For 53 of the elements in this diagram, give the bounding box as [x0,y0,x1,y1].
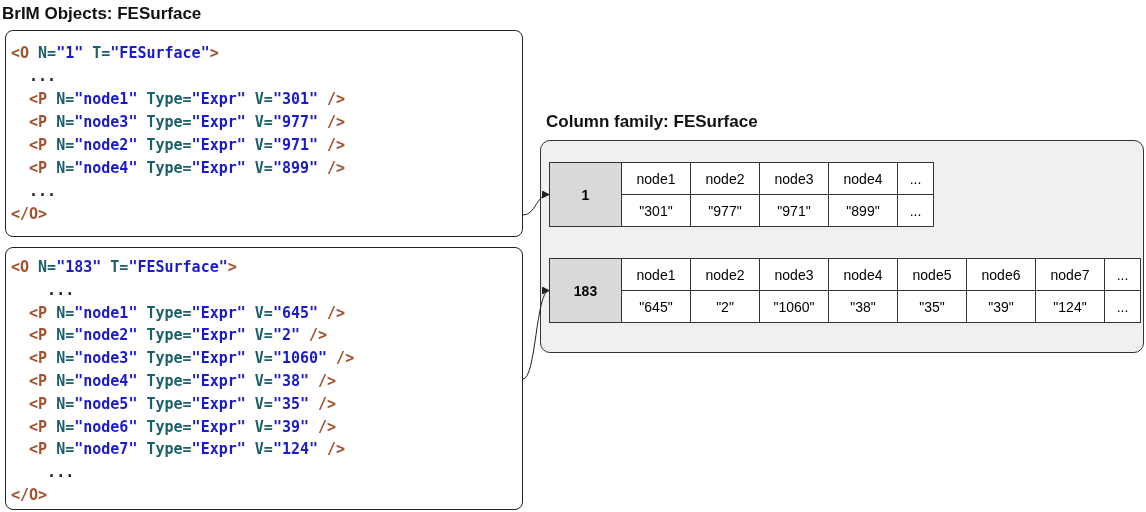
column-name: node5 [897,258,967,291]
code-line: <P N="node4" Type="Expr" V="38" /> [29,371,337,391]
code-line: <P N="node6" Type="Expr" V="39" /> [29,416,337,437]
code-line: <P N="node1" Type="Expr" V="645" /> [29,302,346,323]
panel-heading: Column family: FESurface [546,112,758,132]
code-line: <P N="node5" Type="Expr" V="35" /> [29,393,337,414]
column-name: node4 [828,162,898,195]
column-value: "301" [621,194,691,227]
arrow [522,191,550,216]
code-line: ... [29,66,57,86]
code-line: <O N="183" T="FESurface"> [11,257,237,277]
column-name: node2 [690,162,760,195]
code-line: <P N="node2" Type="Expr" V="971" /> [29,135,346,155]
code-line: ... [47,279,75,300]
column-name: ... [1104,258,1141,291]
column-name: node6 [966,258,1036,291]
code-line: <O N="1" T="FESurface"> [11,43,219,63]
column-name: node7 [1035,258,1105,291]
column-name: ... [897,162,934,195]
column-value: "124" [1035,290,1105,323]
column-name: node1 [621,162,691,195]
column-name: node1 [621,258,691,291]
code-line: <P N="node1" Type="Expr" V="301" /> [29,89,346,109]
code-line: <P N="node3" Type="Expr" V="1060" /> [29,348,355,369]
column-name: node2 [690,258,760,291]
code-line: </O> [11,204,48,224]
code-line: ... [29,181,57,201]
code-line: <P N="node4" Type="Expr" V="899" /> [29,158,346,178]
column-value: "1060" [759,290,829,323]
code-box [5,30,523,237]
column-value: "35" [897,290,967,323]
code-line: <P N="node3" Type="Expr" V="977" /> [29,112,346,132]
row-key: 183 [549,258,622,323]
column-value: "38" [828,290,898,323]
column-value: ... [1104,290,1141,323]
column-name: node3 [759,162,829,195]
arrow [522,290,550,380]
code-line: <P N="node2" Type="Expr" V="2" /> [29,325,328,346]
column-value: "971" [759,194,829,227]
code-line: </O> [11,485,48,505]
column-value: "977" [690,194,760,227]
code-line: <P N="node7" Type="Expr" V="124" /> [29,439,346,460]
code-box [5,247,523,510]
column-value: ... [897,194,934,227]
code-line: ... [47,462,75,483]
column-value: "39" [966,290,1036,323]
column-value: "899" [828,194,898,227]
column-value: "2" [690,290,760,323]
column-value: "645" [621,290,691,323]
column-name: node3 [759,258,829,291]
column-name: node4 [828,258,898,291]
section-heading: BrIM Objects: FESurface [2,4,202,24]
row-key: 1 [549,162,622,227]
